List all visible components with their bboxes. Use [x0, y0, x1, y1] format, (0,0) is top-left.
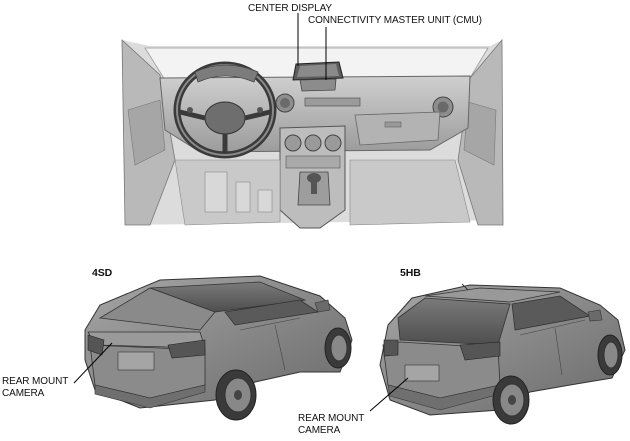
hatchback-rear-camera-label-line1: REAR MOUNT — [298, 413, 365, 424]
hatchback-model-label: 5HB — [400, 267, 421, 279]
sedan-rear-camera-label-line2: CAMERA — [2, 388, 45, 399]
sedan-illustration — [84, 275, 353, 421]
interior-illustration — [121, 38, 504, 229]
cmu-label: CONNECTIVITY MASTER UNIT (CMU) — [308, 15, 482, 26]
center-display-label: CENTER DISPLAY — [248, 3, 332, 14]
sedan-rear-camera-label-line1: REAR MOUNT — [2, 376, 69, 387]
hatchback-rear-camera-label-line2: CAMERA — [298, 425, 341, 436]
sedan-model-label: 4SD — [92, 267, 113, 279]
hatchback-illustration — [379, 283, 626, 425]
